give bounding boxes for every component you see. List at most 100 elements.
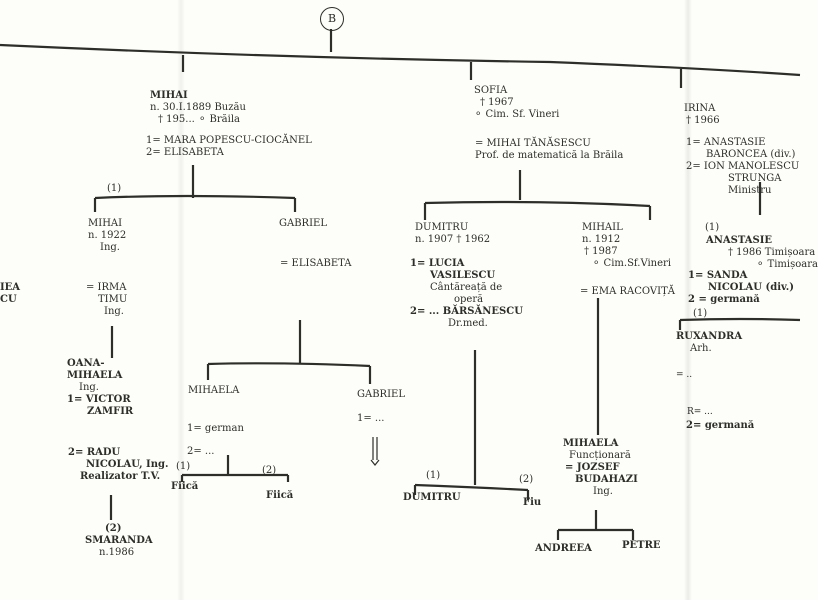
life-dates: n. 1907 † 1962: [415, 234, 491, 245]
spouse-entry: 1= SANDA: [688, 270, 748, 281]
person-fiu: Fiu: [523, 497, 542, 508]
spouse-entry: = IRMA: [86, 282, 127, 293]
birth-info: n. 1912: [582, 234, 621, 245]
death-info: † 195... ⚬ Brăila: [158, 114, 240, 125]
person-mihaela-m: MIHAELA Funcționară = JOZSEF BUDAHAZI In…: [563, 438, 638, 498]
person-andreea: ANDREEA: [535, 543, 592, 554]
spouse-ruxandra-2: R= ...: [687, 407, 713, 417]
spouses-anastasie: 1= SANDA NICOLAU (div.) 2 = germană: [688, 270, 794, 306]
person-name: DUMITRU: [415, 222, 469, 233]
cut-off-text: CU: [0, 294, 17, 305]
profession: Ministru: [728, 185, 772, 196]
sibling-line: [94, 194, 296, 200]
sibling-line: [207, 362, 371, 368]
person-mihail: MIHAIL n. 1912 † 1987 ⚬ Cim.Sf.Vineri: [582, 222, 671, 270]
person-anastasie: ANASTASIE † 1986 Timișoara ⚬ Timișoara: [706, 235, 818, 271]
person-gabriel-jr: GABRIEL: [357, 389, 405, 400]
person-name: IRINA: [684, 103, 716, 114]
spouse-entry: STRUNGA: [728, 173, 782, 184]
connector-line: [423, 203, 652, 220]
spouse-entry: 1= ANASTASIE: [686, 137, 766, 148]
child-marker: (1): [705, 222, 720, 233]
child-marker: (1): [176, 461, 191, 472]
arrow-head: [370, 459, 380, 466]
connector-line: [413, 485, 530, 500]
spouse-entry: TIMU: [98, 294, 128, 305]
spouse-entry: = JOZSEF: [565, 462, 620, 473]
birth-info: n. 30.I.1889 Buzău: [150, 102, 246, 113]
spouse-entry: NICOLAU (div.): [708, 282, 795, 293]
spouse-entry: 1= LUCIA: [410, 258, 465, 269]
person-dumitru: DUMITRU n. 1907 † 1962: [415, 222, 490, 246]
connector-line: [181, 55, 683, 88]
connector-line: [556, 530, 635, 540]
spouses-dumitru: 1= LUCIA VASILESCU Cântăreață de operă 2…: [410, 258, 523, 330]
death-info: † 1967: [480, 97, 514, 108]
spouse-mihaela-g-1: 1= german: [187, 423, 244, 434]
spouse-mihai-jr: = IRMA TIMU Ing.: [86, 282, 127, 318]
person-mihai: MIHAI n. 30.I.1889 Buzău † 195... ⚬ Brăi…: [150, 90, 246, 126]
cut-off-entry: IEA CU: [0, 282, 20, 306]
profession: Ing.: [79, 382, 99, 393]
spouse-entry: BARONCEA (div.): [706, 149, 796, 160]
person-name: MIHAELA: [67, 370, 123, 381]
person-name: MIHAIL: [582, 222, 623, 233]
person-petre: PETRE: [622, 540, 661, 551]
spouse-entry: 1= MARA POPESCU-CIOCĂNEL: [146, 135, 312, 146]
child-marker: (2): [262, 465, 277, 476]
death-info: † 1966: [686, 115, 720, 126]
person-mihai-jr: MIHAI n. 1922 Ing.: [88, 218, 126, 254]
sibling-line: [424, 200, 651, 208]
spouse-radu-nicolau: 2= RADU NICOLAU, Ing. Realizator T.V.: [68, 447, 168, 483]
spouse-gabriel: = ELISABETA: [280, 258, 352, 269]
birth-info: n. 1922: [88, 230, 127, 241]
person-name: OANA-: [67, 358, 105, 369]
profession: Realizator T.V.: [80, 471, 161, 482]
connector-line: [180, 475, 290, 482]
person-name: MIHAI: [88, 218, 123, 229]
spouse-entry: NICOLAU, Ing.: [86, 459, 169, 470]
paper-fold: [684, 0, 692, 600]
person-ruxandra: RUXANDRA Arh.: [676, 331, 742, 355]
cut-off-text: IEA: [0, 282, 21, 293]
spouse-entry: BUDAHAZI: [575, 474, 638, 485]
paper-fold: [177, 0, 185, 600]
person-fiica-2: Fiică: [266, 490, 294, 501]
spouse-sofia: = MIHAI TĂNĂSESCU Prof. de matematică la…: [475, 138, 623, 162]
person-smaranda: (2) SMARANDA n.1986: [85, 523, 153, 559]
sibling-line: [679, 317, 801, 322]
person-dumitru-jr: DUMITRU: [403, 492, 461, 503]
profession: Ing.: [593, 486, 613, 497]
child-marker: (2): [519, 474, 534, 485]
spouse-entry: VASILESCU: [430, 270, 496, 281]
spouse-ruxandra-3: 2= germană: [686, 420, 755, 431]
spouse-entry: 2= ION MANOLESCU: [686, 161, 800, 172]
profession: Cântăreață de: [430, 282, 503, 293]
person-fiica-1: Fiică: [171, 481, 199, 492]
spouses-mihai: 1= MARA POPESCU-CIOCĂNEL 2= ELISABETA: [146, 135, 312, 159]
spouse-gabriel-jr: 1= ...: [357, 413, 385, 424]
profession: Ing.: [104, 306, 124, 317]
section-marker-b: B: [320, 7, 344, 31]
spouse-entry: 2 = germană: [688, 294, 760, 305]
person-sofia: SOFIA † 1967 ⚬ Cim. Sf. Vineri: [474, 85, 559, 121]
burial-info: ⚬ Cim. Sf. Vineri: [474, 109, 560, 120]
person-mihaela-g: MIHAELA: [188, 385, 240, 396]
tree-lines: [0, 29, 801, 540]
profession: Funcționară: [569, 450, 631, 461]
spouse-entry: 2= RADU: [68, 447, 121, 458]
generation-line: [0, 43, 801, 77]
person-name: SOFIA: [474, 85, 508, 96]
child-marker: (1): [107, 183, 122, 194]
child-marker: (2): [105, 523, 122, 534]
person-irina: IRINA † 1966: [684, 103, 720, 127]
person-name: RUXANDRA: [676, 331, 743, 342]
spouse-entry: = MIHAI TĂNĂSESCU: [475, 138, 591, 149]
person-oana-mihaela: OANA- MIHAELA Ing. 1= VICTOR ZAMFIR: [67, 358, 133, 418]
profession: Arh.: [690, 343, 712, 354]
spouses-irina: 1= ANASTASIE BARONCEA (div.) 2= ION MANO…: [686, 137, 799, 197]
death-info: † 1987: [584, 246, 618, 257]
person-name: SMARANDA: [85, 535, 153, 546]
burial-info: ⚬ Cim.Sf.Vineri: [592, 258, 672, 269]
spouse-ruxandra-1: = ..: [676, 370, 693, 380]
